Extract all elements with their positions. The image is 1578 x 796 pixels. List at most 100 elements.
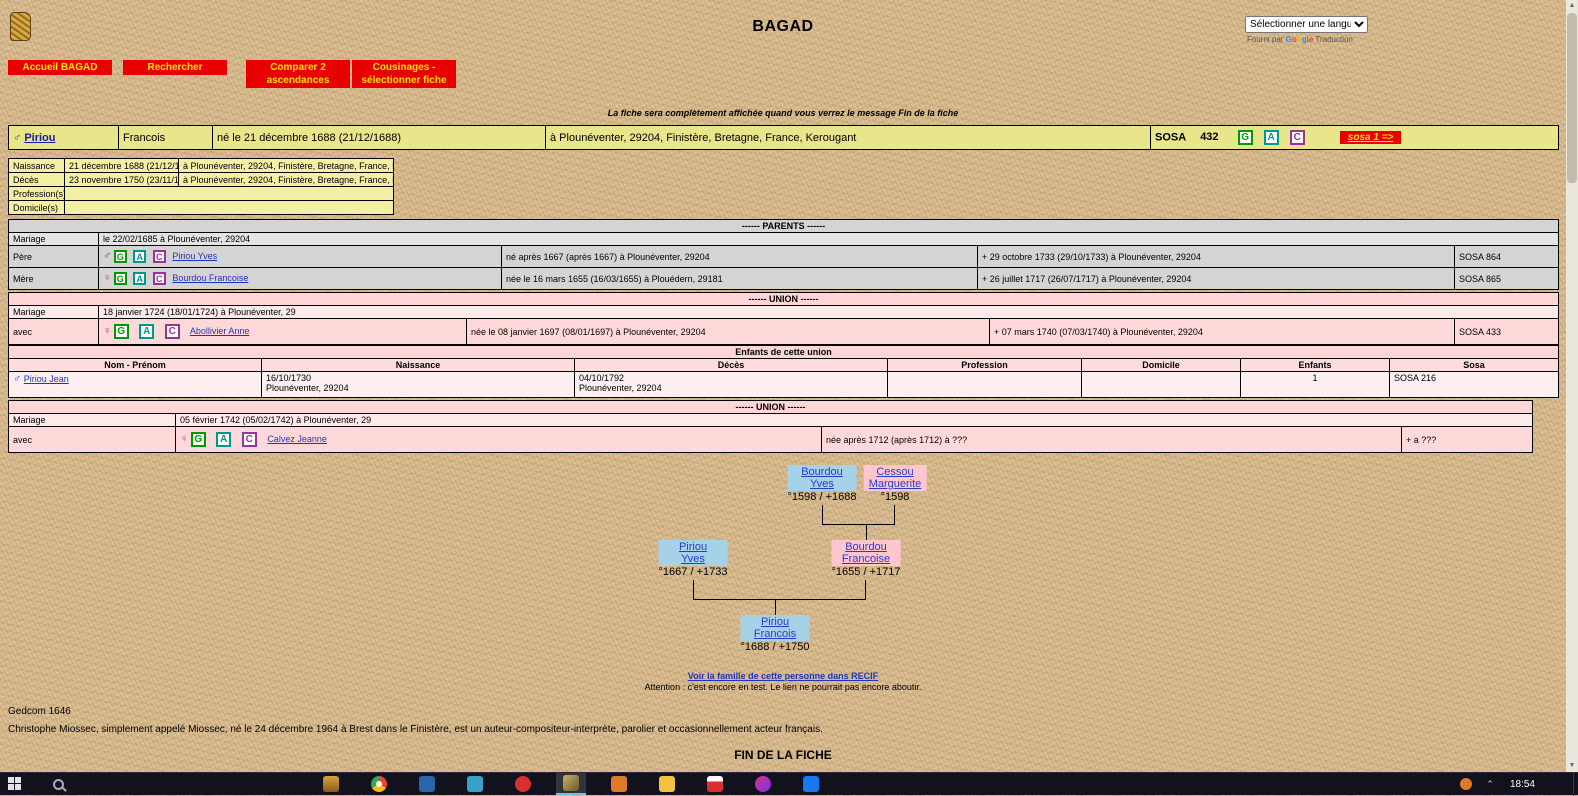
start-button-icon[interactable] [8, 776, 23, 792]
child-birth-cell: 16/10/1730 Plounéventer, 29204 [261, 371, 575, 398]
col-nom-prenom: Nom - Prénom [8, 358, 262, 372]
active-app-icon[interactable] [556, 773, 586, 795]
tree-connector [822, 505, 895, 525]
g-button[interactable]: G [113, 272, 127, 286]
tree-node-bourdou-francoise: Bourdou Francoise °1655 / +1717 [831, 540, 901, 578]
app-icon-2[interactable] [412, 773, 442, 795]
taskbar-clock[interactable]: 18:54 [1509, 778, 1535, 790]
g-button[interactable]: G [1237, 130, 1253, 145]
main-nav: Accueil BAGAD Rechercher Comparer 2 asce… [8, 60, 1566, 88]
c-button[interactable]: C [241, 432, 257, 447]
female-symbol-icon: ♀ [180, 432, 189, 445]
spouse-death: + a ??? [1400, 426, 1534, 453]
marriage-value: 18 janvier 1724 (18/01/1724) à Plounéven… [97, 305, 1560, 319]
top-bar: BAGAD Sélectionner une langue Fourni par… [0, 0, 1566, 52]
scrollbar-thumb[interactable] [1567, 13, 1577, 183]
person-surname-link[interactable]: Piriou [24, 131, 56, 144]
app-icon-8[interactable] [796, 773, 826, 795]
mother-name-cell: ♀ G A C Bourdou Francoise [98, 267, 502, 290]
detail-empty [64, 186, 394, 201]
folder-icon[interactable] [652, 773, 682, 795]
scroll-up-arrow: ▲ [1568, 2, 1576, 9]
tree-node-piriou-francois: Piriou Francois °1688 / +1750 [740, 615, 810, 653]
end-of-record-label: FIN DE LA FICHE [734, 748, 832, 762]
union2-table: ------ UNION ------ Mariage 05 février 1… [7, 400, 1534, 453]
app-icon-5[interactable] [604, 773, 634, 795]
tree-firstname-link[interactable]: Yves [810, 478, 834, 490]
children-table: Enfants de cette union Nom - Prénom Nais… [7, 345, 1560, 398]
tree-firstname-link[interactable]: Marguerite [868, 478, 922, 490]
tree-surname-link[interactable]: Bourdou [801, 466, 843, 478]
avec-label: avec [8, 318, 99, 345]
a-button[interactable]: A [1263, 130, 1279, 145]
tray-chevron-icon[interactable]: ⌃ [1486, 778, 1494, 789]
c-button[interactable]: C [152, 250, 166, 264]
tree-surname-link[interactable]: Bourdou [845, 541, 887, 553]
detail-label: Domicile(s) [8, 200, 65, 215]
tray-app-icon[interactable] [1460, 778, 1473, 790]
child-name-link[interactable]: Piriou Jean [23, 374, 69, 384]
child-birth-date: 16/10/1730 [266, 373, 312, 383]
recif-warning: Attention : c'est encore en test. Le lie… [644, 682, 922, 692]
a-button[interactable]: A [133, 272, 147, 286]
system-tray: ⌃ 18:54 [1460, 772, 1578, 796]
marriage-label: Mariage [8, 413, 176, 427]
c-button[interactable]: C [164, 324, 180, 339]
mother-death: + 26 juillet 1717 (26/07/1717) à Plounév… [977, 267, 1455, 290]
g-button[interactable]: G [113, 324, 129, 339]
marriage-value: le 22/02/1685 à Plounéventer, 29204 [97, 232, 1560, 246]
father-role: Père [8, 245, 99, 268]
nav-accueil-bagad[interactable]: Accueil BAGAD [8, 60, 112, 75]
bagad-logo-icon[interactable] [10, 12, 31, 41]
tree-firstname-link[interactable]: Francois [753, 628, 797, 640]
app-icon-6[interactable] [700, 773, 730, 795]
show-desktop-button[interactable] [1573, 772, 1578, 796]
g-button[interactable]: G [190, 432, 206, 447]
mother-name-link[interactable]: Bourdou Francoise [172, 272, 249, 283]
a-button[interactable]: A [133, 250, 147, 264]
father-name-cell: ♂ G A C Piriou Yves [98, 245, 502, 268]
sosa1-link[interactable]: sosa 1 => [1339, 131, 1402, 145]
nav-comparer-ascendances[interactable]: Comparer 2 ascendances [246, 60, 350, 88]
spouse-name-link[interactable]: Calvez Jeanne [267, 433, 327, 444]
tree-connector [693, 580, 866, 600]
person-firstname: Francois [118, 125, 213, 150]
father-name-link[interactable]: Piriou Yves [172, 250, 218, 261]
recif-link[interactable]: Voir la famille de cette personne dans R… [687, 671, 879, 681]
sosa-label: SOSA [1155, 131, 1187, 144]
detail-date: 23 novembre 1750 (23/11/1750) [64, 172, 179, 187]
mother-sosa: SOSA 865 [1453, 267, 1560, 290]
chrome-icon[interactable] [364, 773, 394, 795]
spouse-birth: née le 08 janvier 1697 (08/01/1697) à Pl… [466, 318, 990, 345]
app-icon-7[interactable] [748, 773, 778, 795]
tree-surname-link[interactable]: Piriou [760, 616, 790, 628]
a-button[interactable]: A [216, 432, 232, 447]
miossec-note: Christophe Miossec, simplement appelé Mi… [8, 724, 823, 735]
child-sosa: SOSA 216 [1388, 371, 1560, 398]
tree-surname-link[interactable]: Cessou [876, 466, 914, 478]
nav-rechercher[interactable]: Rechercher [123, 60, 227, 75]
col-deces: Décès [574, 358, 888, 372]
a-button[interactable]: A [139, 324, 155, 339]
child-name-cell: ♂ Piriou Jean [8, 371, 262, 398]
detail-place: à Plounéventer, 29204, Finistère, Bretag… [178, 172, 394, 187]
language-select[interactable]: Sélectionner une langue [1245, 16, 1368, 33]
app-icon-3[interactable] [460, 773, 490, 795]
tree-firstname-link[interactable]: Francoise [841, 553, 891, 565]
person-birth: né le 21 décembre 1688 (21/12/1688) [212, 125, 546, 150]
tree-surname-link[interactable]: Piriou [678, 541, 708, 553]
c-button[interactable]: C [1289, 130, 1305, 145]
app-icon-4[interactable] [508, 773, 538, 795]
scrollbar[interactable]: ▲ ▼ [1566, 0, 1578, 772]
tree-firstname-link[interactable]: Yves [681, 553, 705, 565]
g-button[interactable]: G [113, 250, 127, 264]
search-icon[interactable] [53, 778, 64, 790]
app-icon-1[interactable] [316, 773, 346, 795]
nav-cousinages[interactable]: Cousinages - sélectionner fiche [352, 60, 456, 88]
spouse-name-link[interactable]: Abollivier Anne [189, 325, 250, 336]
col-naissance: Naissance [261, 358, 575, 372]
c-button[interactable]: C [152, 272, 166, 286]
father-sosa: SOSA 864 [1453, 245, 1560, 268]
tree-connector [866, 525, 867, 540]
child-row: ♂ Piriou Jean 16/10/1730 Plounéventer, 2… [8, 371, 1560, 398]
